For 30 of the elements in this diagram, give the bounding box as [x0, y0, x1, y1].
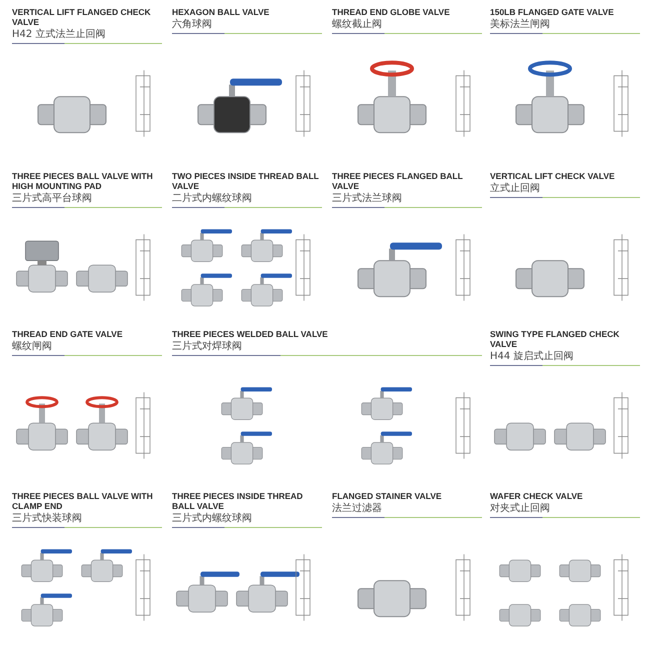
product-title: THREE PIECES BALL VALVE WITH HIGH MOUNTING PAD: [12, 172, 154, 192]
product-title: FLANGED STAINER VALVE: [332, 492, 443, 502]
product-subtitle: 二片式内螺纹球阀: [172, 192, 253, 205]
product-title: THREE PIECES BALL VALVE WITH CLAMP END: [12, 492, 154, 512]
product-title: THREE PIECES WELDED BALL VALVE: [172, 330, 329, 340]
product-subtitle: 三片式高平台球阀: [12, 192, 93, 205]
product-subtitle: 螺纹闸阀: [12, 340, 53, 353]
product-subtitle: 三片式对焊球阀: [172, 340, 243, 353]
product-subtitle: 美标法兰闸阀: [490, 18, 551, 31]
product-title: THREAD END GLOBE VALVE: [332, 8, 451, 18]
product-subtitle: 六角球阀: [172, 18, 213, 31]
product-title: THREE PIECES FLANGED BALL VALVE: [332, 172, 464, 192]
product-subtitle: 三片式法兰球阀: [332, 192, 403, 205]
product-title: THREE PIECES INSIDE THREAD BALL VALVE: [172, 492, 304, 512]
product-title: SWING TYPE FLANGED CHECK VALVE: [490, 330, 620, 350]
product-subtitle: 法兰过滤器: [332, 502, 383, 515]
product-subtitle: H44 旋启式止回阀: [490, 350, 574, 363]
product-title: WAFER CHECK VALVE: [490, 492, 584, 502]
product-title: TWO PIECES INSIDE THREAD BALL VALVE: [172, 172, 320, 192]
product-subtitle: 三片式快装球阀: [12, 512, 83, 525]
product-title: HEXAGON BALL VALVE: [172, 8, 270, 18]
product-title: THREAD END GATE VALVE: [12, 330, 124, 340]
product-title: 150LB FLANGED GATE VALVE: [490, 8, 615, 18]
product-title: VERTICAL LIFT CHECK VALVE: [490, 172, 616, 182]
product-subtitle: H42 立式法兰止回阀: [12, 28, 106, 41]
product-subtitle: 立式止回阀: [490, 182, 541, 195]
product-subtitle: 三片式内螺纹球阀: [172, 512, 253, 525]
product-subtitle: 螺纹截止阀: [332, 18, 383, 31]
product-title: VERTICAL LIFT FLANGED CHECK VALVE: [12, 8, 152, 28]
product-subtitle: 对夹式止回阀: [490, 502, 551, 515]
